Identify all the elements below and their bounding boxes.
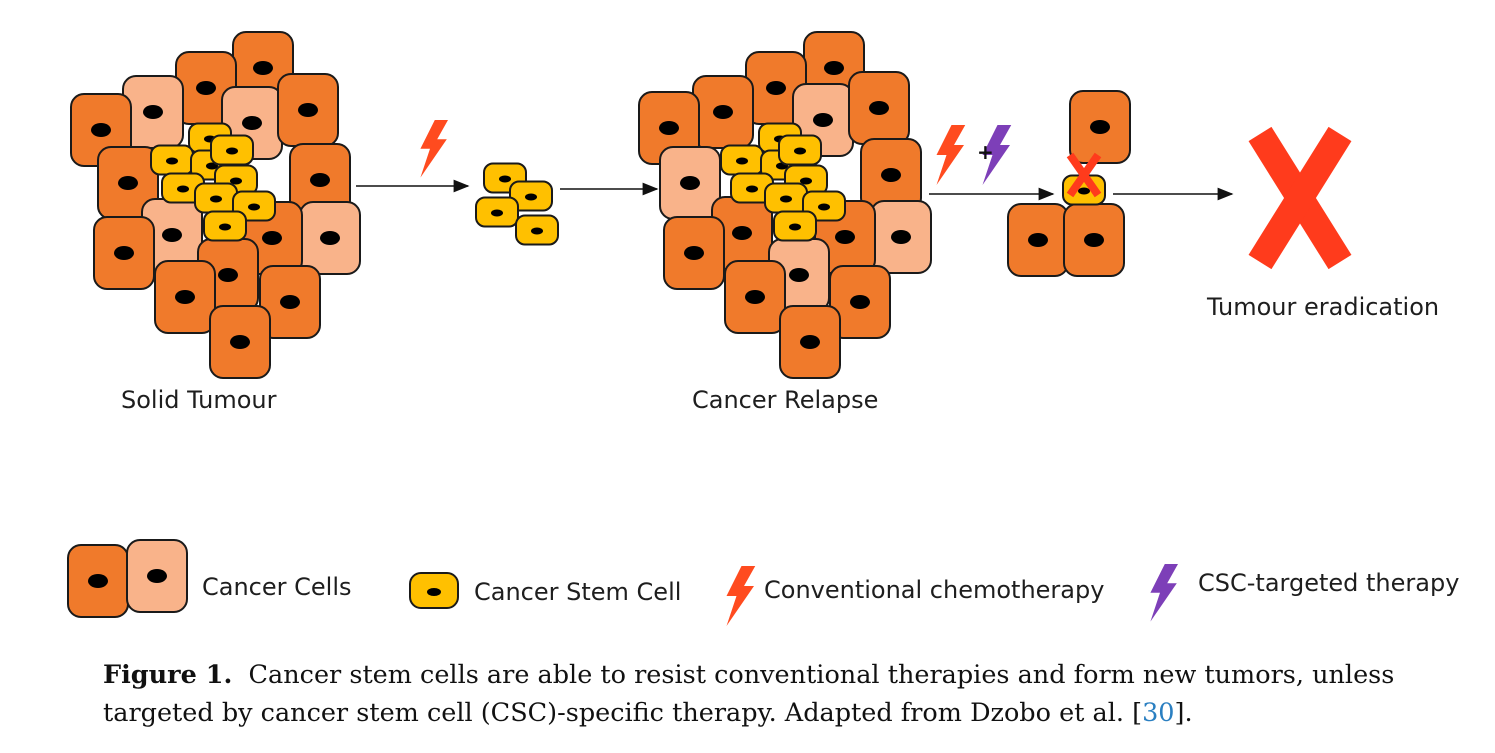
cancer-cell: [209, 305, 271, 379]
stem-cell-cross: [1066, 152, 1102, 198]
caption-end: ].: [1174, 698, 1193, 728]
stem-cell: [475, 196, 519, 228]
cancer-cell: [154, 260, 216, 334]
plus-sign: +: [977, 140, 994, 164]
cancer-cell: [299, 201, 361, 275]
cancer-cell: [870, 200, 932, 274]
legend-symbols: [67, 539, 1178, 626]
cancer-cell: [659, 146, 721, 220]
cancer-cell: [860, 138, 922, 212]
therapy-bolts: [420, 120, 1012, 185]
cancer-cell: [692, 75, 754, 149]
csc-therapy-bolt: [982, 125, 1012, 185]
chemotherapy-bolt: [420, 120, 448, 178]
stem-cell: [203, 210, 247, 242]
stem-cell: [720, 144, 764, 176]
legend-cancer-cell-light: [126, 539, 188, 613]
solid-tumour-label: Solid Tumour: [121, 386, 277, 414]
legend-cancer-cells-label: Cancer Cells: [202, 573, 352, 601]
caption-text: Cancer stem cells are able to resist con…: [103, 660, 1395, 728]
solid-tumour-cluster: [70, 31, 361, 379]
legend-conventional-chemotherapy-label: Conventional chemotherapy: [764, 576, 1105, 604]
stem-cell: [730, 172, 774, 204]
cancer-cell: [289, 143, 351, 217]
relapse-cluster: [638, 31, 932, 379]
chemotherapy-bolt: [936, 125, 966, 185]
cancer-cell: [1069, 90, 1131, 164]
cancer-cell: [277, 73, 339, 147]
stem-cell: [515, 214, 559, 246]
stem-cell: [773, 210, 817, 242]
cancer-cell: [663, 216, 725, 290]
cancer-cell: [93, 216, 155, 290]
eradication-marks: [1248, 126, 1352, 270]
cancer-cell: [97, 146, 159, 220]
cancer-cell: [724, 260, 786, 334]
cancer-relapse-label: Cancer Relapse: [692, 386, 879, 414]
cancer-cell: [848, 71, 910, 145]
legend-csc-targeted-therapy-label: CSC-targeted therapy: [1198, 569, 1460, 597]
eradication-x: [1248, 126, 1352, 270]
targeted-cells-group: [1007, 90, 1131, 277]
reference-link[interactable]: 30: [1142, 698, 1175, 728]
cancer-cell: [1007, 203, 1069, 277]
stem-cell: [778, 134, 822, 166]
figure-label: Figure 1.: [103, 660, 233, 690]
legend-cancer-stem-cell-label: Cancer Stem Cell: [474, 578, 682, 606]
stem-cell: [764, 182, 808, 214]
legend-chemotherapy-bolt: [726, 566, 756, 626]
cancer-cell: [829, 265, 891, 339]
stem-cell: [194, 182, 238, 214]
legend-cancer-cell-dark: [67, 544, 129, 618]
surviving-stem-cells: [475, 162, 559, 246]
targeted-stem-cell: [1062, 174, 1106, 206]
stem-cell: [150, 144, 194, 176]
cancer-cell: [259, 265, 321, 339]
legend-csc-therapy-bolt: [1150, 564, 1178, 622]
figure-caption: Figure 1. Cancer stem cells are able to …: [103, 656, 1463, 732]
process-arrows: [356, 179, 1234, 201]
stem-cell: [509, 180, 553, 212]
cancer-cell: [1063, 203, 1125, 277]
cancer-cell: [779, 305, 841, 379]
legend-stem-cell: [409, 572, 459, 609]
stem-cell: [210, 134, 254, 166]
tumour-eradication-label: Tumour eradication: [1207, 293, 1440, 321]
